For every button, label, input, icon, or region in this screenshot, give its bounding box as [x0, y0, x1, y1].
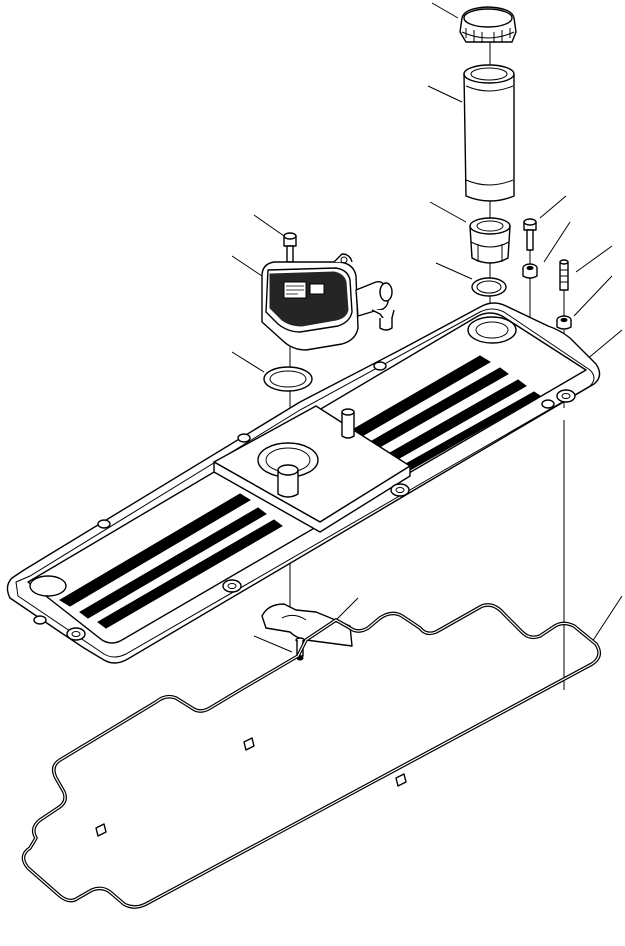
- washer-right: [522, 263, 538, 279]
- leader-bolt-left: [253, 214, 285, 237]
- bolt-right: [523, 218, 537, 251]
- rocker-cover: [6, 302, 601, 664]
- filler-tube: [463, 64, 515, 202]
- o-ring-mid: [263, 366, 313, 392]
- leader-adapter: [429, 201, 467, 223]
- leader-screw: [253, 635, 293, 653]
- leader-stud: [575, 245, 613, 273]
- filler-adapter: [469, 217, 511, 264]
- breather-plate: [261, 603, 353, 647]
- leader-oring-mid: [231, 351, 265, 373]
- leader-gasket: [591, 595, 623, 643]
- leader-cover: [585, 329, 623, 361]
- leader-washer: [543, 221, 571, 263]
- nut: [556, 315, 572, 330]
- leader-oring-top: [435, 262, 473, 280]
- breather-housing: [261, 253, 395, 351]
- o-ring-top: [471, 277, 507, 297]
- leader-bolt-right: [539, 195, 567, 219]
- cover-gasket: [21, 603, 601, 909]
- cover-bolt-bosses: [33, 361, 576, 641]
- leader-filler-tube: [427, 85, 463, 103]
- leader-nut: [573, 275, 613, 317]
- leader-plate: [335, 597, 359, 621]
- leader-lines: [231, 2, 623, 653]
- oil-filler-cap: [459, 6, 517, 43]
- leader-oil-cap: [431, 2, 459, 19]
- bolt-left: [283, 232, 297, 263]
- stud: [559, 259, 569, 291]
- leader-breather: [231, 255, 263, 277]
